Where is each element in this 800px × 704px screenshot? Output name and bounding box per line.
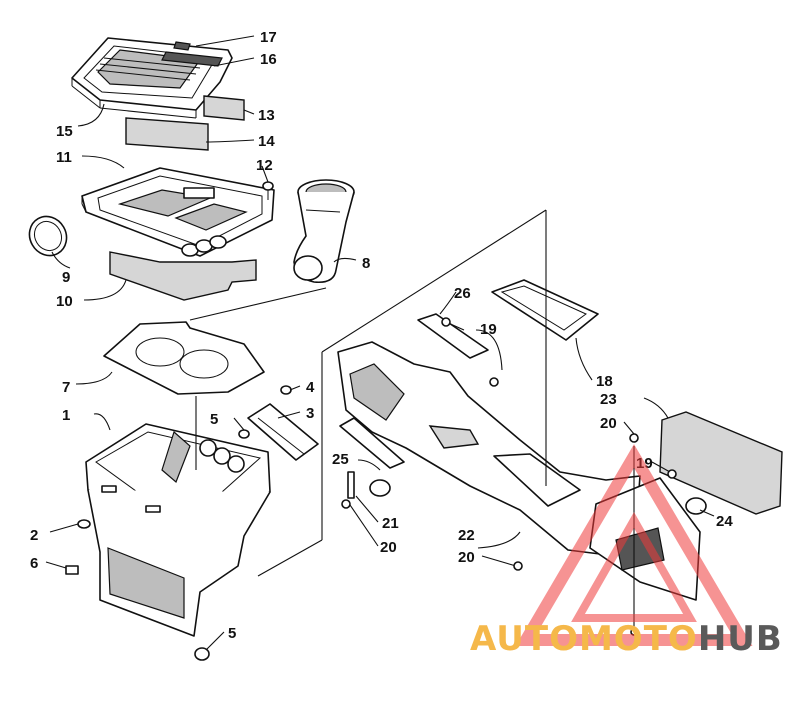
filter-foam-small — [203, 95, 245, 121]
callout-20-right: 20 — [600, 415, 617, 432]
callout-labels: 17 16 15 13 14 11 12 8 9 10 7 4 1 5 3 2 … — [30, 29, 733, 642]
foam-block-23 — [659, 411, 783, 515]
callout-7: 7 — [62, 379, 70, 396]
callout-9: 9 — [62, 269, 70, 286]
callout-22: 22 — [458, 527, 475, 544]
intake-frame — [491, 279, 599, 341]
fastener-2 — [77, 519, 91, 529]
watermark-logo: AUTOMOTOHUB — [470, 444, 783, 659]
watermark-triangle — [515, 444, 753, 646]
callout-20-bottom: 20 — [458, 549, 475, 566]
callout-13: 13 — [258, 107, 275, 124]
callout-19-upper: 19 — [480, 321, 497, 338]
leader-lines — [45, 35, 715, 651]
callout-20-left: 20 — [380, 539, 397, 556]
callout-4: 4 — [306, 379, 315, 396]
callout-23: 23 — [600, 391, 617, 408]
filter-foam-lower — [109, 251, 257, 301]
cover-plate-26 — [417, 313, 489, 359]
airbox-tray — [81, 167, 275, 257]
airbox-lid — [71, 37, 233, 119]
callout-26: 26 — [454, 285, 471, 302]
watermark-triangle-inner — [571, 511, 697, 622]
callout-10: 10 — [56, 293, 73, 310]
mount-bracket — [238, 385, 319, 461]
callout-25: 25 — [332, 451, 349, 468]
callout-1: 1 — [62, 407, 70, 424]
callout-15: 15 — [56, 123, 73, 140]
svg-text:AUTOMOTOHUB: AUTOMOTOHUB — [470, 619, 783, 659]
callout-6: 6 — [30, 555, 38, 572]
callout-11: 11 — [56, 149, 72, 166]
callout-16: 16 — [260, 51, 277, 68]
callout-3: 3 — [306, 405, 314, 422]
callout-8: 8 — [362, 255, 370, 272]
console-housing — [337, 341, 641, 555]
gasket-plate — [103, 321, 265, 395]
clip-21 — [347, 471, 391, 499]
watermark-text-auto: AUTOMOTO — [470, 619, 698, 659]
clamp-ring — [28, 215, 68, 257]
callout-18: 18 — [596, 373, 613, 390]
callout-5-lower: 5 — [228, 625, 236, 642]
bracket-25 — [339, 417, 405, 469]
callout-21: 21 — [382, 515, 399, 532]
callout-2: 2 — [30, 527, 38, 544]
callout-12: 12 — [256, 157, 273, 174]
fastener-6 — [65, 565, 79, 575]
callout-17: 17 — [260, 29, 277, 46]
intake-boot — [293, 179, 355, 284]
fastener-5-lower — [194, 647, 210, 661]
callout-14: 14 — [258, 133, 275, 150]
filter-foam-upper — [125, 117, 209, 151]
callout-5-upper: 5 — [210, 411, 218, 428]
watermark-text-hub: HUB — [698, 619, 783, 659]
callout-24: 24 — [716, 513, 733, 530]
main-airbox — [85, 423, 271, 637]
